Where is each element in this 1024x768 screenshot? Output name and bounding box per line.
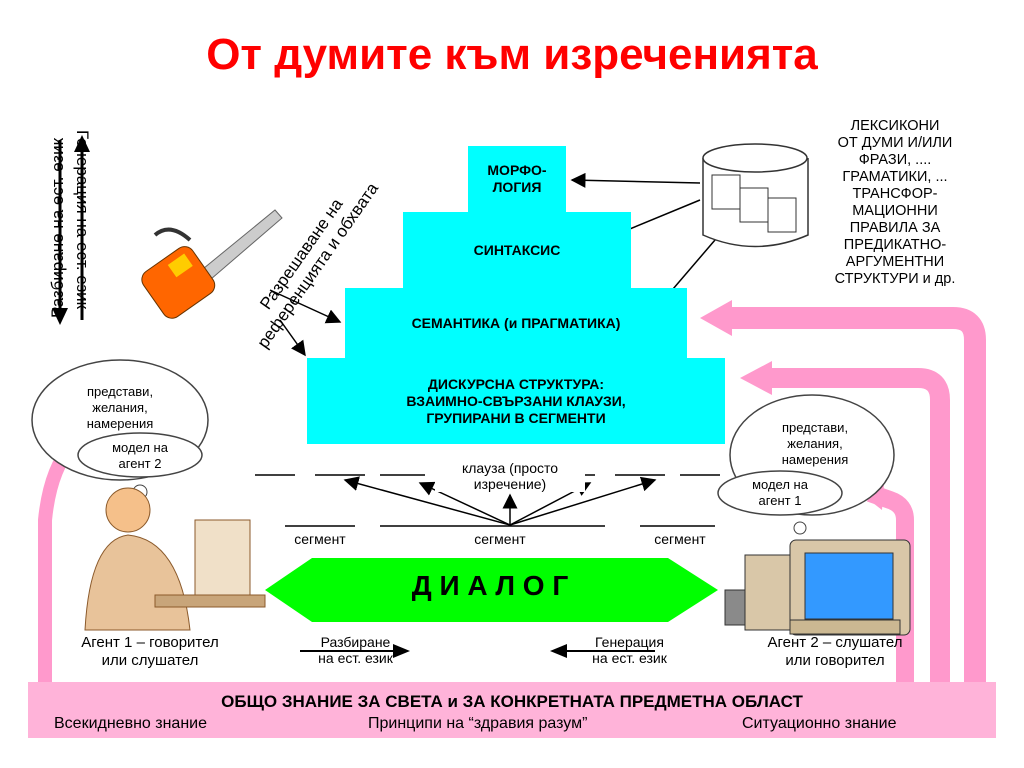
cloud-right-text: представи, желания, намерения (781, 420, 849, 467)
generation-vertical-label: Генерация на ест. език (73, 130, 92, 310)
dialog-banner (265, 558, 718, 622)
computer-icon (724, 539, 911, 636)
thought-cloud-left (31, 359, 209, 513)
situational-knowledge: Ситуационно знание (742, 715, 897, 732)
agent1-label: Агент 1 – говорител или слушател (81, 634, 219, 669)
everyday-knowledge: Всекидневно знание (54, 715, 207, 732)
chainsaw-icon (141, 209, 283, 319)
tier-syntax: СИНТАКСИС (403, 212, 631, 288)
segment-label-1: сегмент (294, 531, 346, 547)
common-knowledge-heading: ОБЩО ЗНАНИЕ ЗА СВЕТА и ЗА КОНКРЕТНАТА ПР… (221, 692, 803, 711)
segment-label-3: сегмент (654, 531, 706, 547)
understanding-generation-arrows (300, 644, 655, 658)
generation-label: Генерация на ест. език (592, 634, 667, 666)
direction-arrows-vertical (52, 135, 90, 325)
dialog-label: Д И А Л О Г (411, 570, 569, 601)
tier-semantics: СЕМАНТИКА (и ПРАГМАТИКА) (345, 288, 687, 358)
clause-label: клауза (просто изречение) (435, 460, 585, 492)
resources-text: ЛЕКСИКОНИ ОТ ДУМИ И/ИЛИ ФРАЗИ, .... ГРАМ… (834, 118, 956, 287)
tier-morphology: МОРФО- ЛОГИЯ (468, 146, 566, 212)
tier-discourse: ДИСКУРСНА СТРУКТУРА: ВЗАИМНО-СВЪРЗАНИ КЛ… (307, 358, 725, 444)
understanding-label: Разбиране на ест. език (318, 634, 393, 666)
thought-cloud-right (717, 394, 895, 535)
common-knowledge-band (28, 682, 996, 738)
database-icon (702, 143, 809, 248)
person-at-desk-icon (84, 487, 266, 631)
understanding-vertical-label: Разбиране на ест. език (48, 137, 67, 318)
cloud-right-model: модел на агент 1 (752, 477, 808, 508)
cloud-left-text: представи, желания, намерения (86, 384, 154, 431)
cloud-left-model: модел на агент 2 (112, 440, 168, 471)
segment-label-2: сегмент (474, 531, 526, 547)
slide-title: От думите към изреченията (206, 30, 818, 79)
agent2-label: Агент 2 – слушател или говорител (767, 634, 903, 669)
common-sense-principles: Принципи на “здравия разум” (368, 715, 588, 732)
